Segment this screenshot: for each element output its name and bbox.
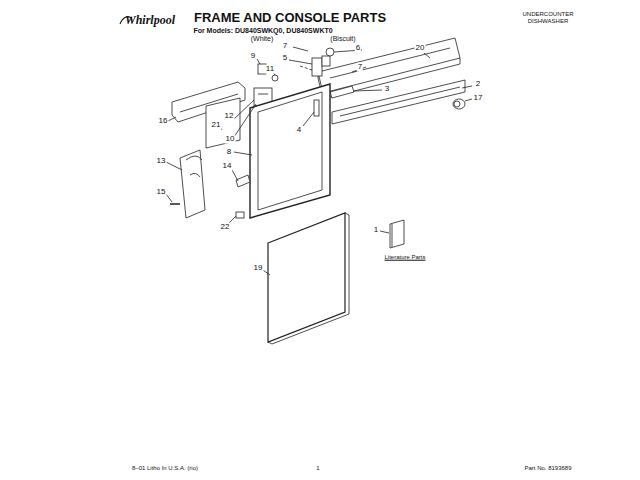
footer-text: Part No. 8193689: [524, 465, 571, 472]
callout-number: 7: [282, 42, 288, 51]
footer-text: 1: [316, 465, 319, 472]
callout-number: 2: [475, 80, 481, 89]
callout-number: 22: [220, 223, 231, 232]
callout-number: 7: [357, 63, 363, 72]
callout-number: 9: [250, 52, 256, 61]
color-note: (White): [251, 35, 274, 43]
callout-number: 8: [226, 148, 232, 157]
callout-number: 12: [224, 112, 235, 121]
color-note: (Biscuit): [330, 35, 355, 43]
brand-logo: Whirlpool: [125, 14, 175, 27]
callout-number: 19: [253, 264, 264, 273]
section-label: Literature Parts: [384, 254, 425, 261]
callout-number: 11: [265, 65, 275, 74]
callout-number: 1: [373, 226, 379, 235]
callout-number: 17: [473, 94, 484, 103]
product-category: UNDERCOUNTER DISHWASHER: [520, 11, 576, 24]
callout-number: 13: [156, 157, 167, 166]
diagram-title: FRAME AND CONSOLE PARTS: [194, 11, 386, 25]
callout-number: 5: [282, 54, 288, 63]
footer-text: 8–01 Litho In U.S.A. (rio): [132, 465, 198, 472]
callout-number: 14: [222, 162, 233, 171]
callout-number: 20: [415, 44, 426, 53]
callout-number: 10: [225, 135, 236, 144]
callout-number: 4: [296, 126, 302, 135]
callout-number: 15: [156, 188, 167, 197]
callout-number: 21: [211, 121, 222, 130]
callout-number: 16: [158, 117, 169, 126]
callout-number: 6: [355, 44, 361, 53]
model-numbers: For Models: DU840SWKQ0, DU840SWKT0: [193, 27, 332, 35]
callout-number: 3: [384, 85, 390, 94]
